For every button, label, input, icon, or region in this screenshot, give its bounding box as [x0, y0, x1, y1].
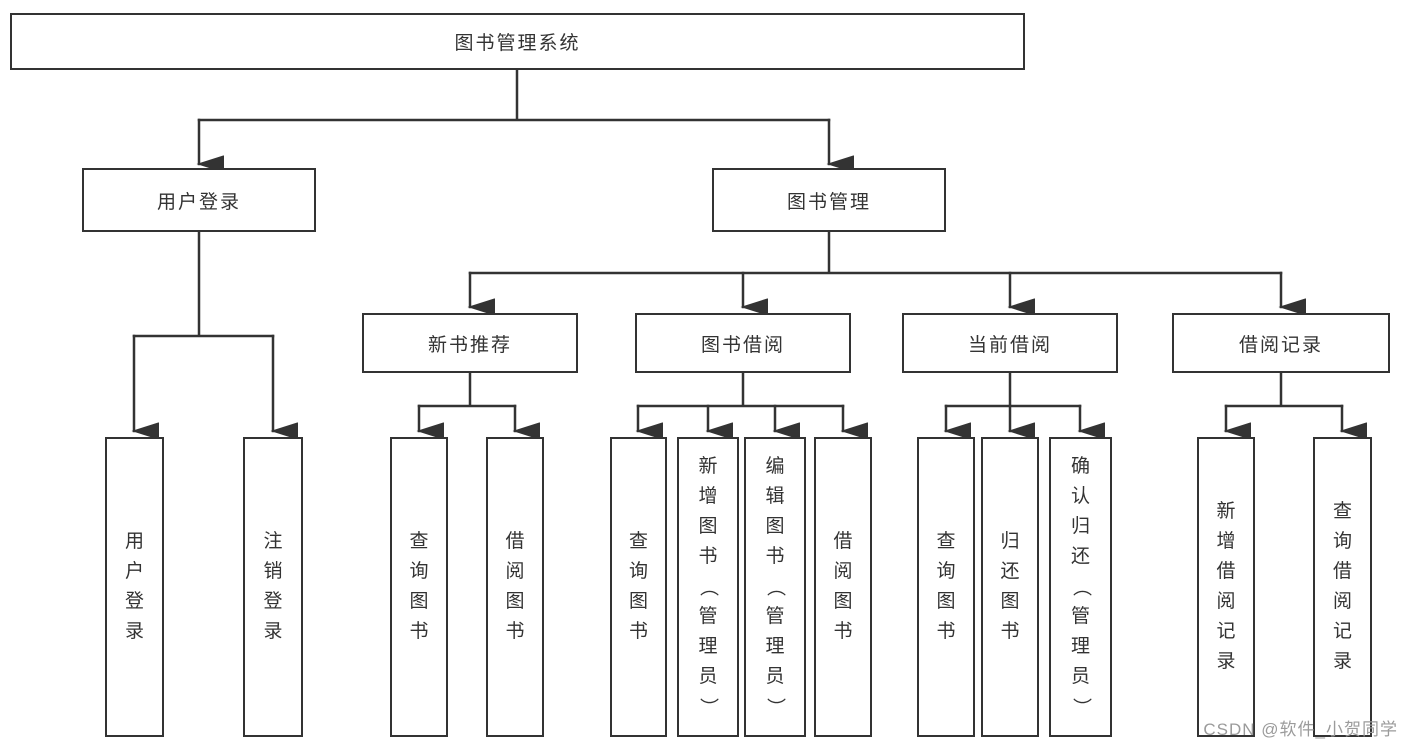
- node-current-borrow-label: 当前借阅: [967, 334, 1052, 356]
- leaf-logout: 注销登录: [243, 437, 303, 737]
- node-user-login: 用户登录: [82, 168, 316, 232]
- node-root-system-label: 图书管理系统: [454, 33, 581, 54]
- leaf-query-books-current: 查询图书: [917, 437, 975, 737]
- leaf-confirm-return-admin-label: 确认归还（管理员）: [1070, 456, 1092, 717]
- connector-book-management-to-level3: [467, 230, 1306, 316]
- node-book-borrow: 图书借阅: [635, 313, 851, 373]
- leaf-borrow-books-label: 借阅图书: [833, 531, 853, 642]
- leaf-return-books-label: 归还图书: [1000, 531, 1020, 642]
- leaf-query-books-recommend: 查询图书: [390, 437, 448, 737]
- node-book-management: 图书管理: [712, 168, 946, 232]
- connector-root-to-level2: [196, 68, 854, 173]
- leaf-query-borrow-record: 查询借阅记录: [1313, 437, 1372, 737]
- leaf-add-borrow-record: 新增借阅记录: [1197, 437, 1255, 737]
- leaf-edit-book-admin: 编辑图书（管理员）: [744, 437, 806, 737]
- node-user-login-label: 用户登录: [156, 191, 241, 213]
- connector-borrow-records-to-leaves: [1223, 371, 1367, 440]
- leaf-confirm-return-admin: 确认归还（管理员）: [1049, 437, 1112, 737]
- node-borrow-records-label: 借阅记录: [1238, 334, 1323, 356]
- connector-current-borrow-to-leaves: [943, 371, 1105, 440]
- node-book-borrow-label: 图书借阅: [700, 334, 785, 356]
- leaf-query-books-recommend-label: 查询图书: [409, 531, 429, 642]
- node-current-borrow: 当前借阅: [902, 313, 1118, 373]
- leaf-query-books-current-label: 查询图书: [936, 531, 956, 642]
- leaf-user-login: 用户登录: [105, 437, 164, 737]
- leaf-borrow-books-recommend: 借阅图书: [486, 437, 544, 737]
- node-borrow-records: 借阅记录: [1172, 313, 1390, 373]
- connector-user-login-to-leaves: [131, 230, 298, 440]
- leaf-add-book-admin: 新增图书（管理员）: [677, 437, 739, 737]
- leaf-logout-label: 注销登录: [263, 531, 283, 642]
- leaf-add-book-admin-label: 新增图书（管理员）: [697, 456, 719, 717]
- csdn-watermark: CSDN @软件_小贺同学: [1203, 720, 1398, 739]
- leaf-edit-book-admin-label: 编辑图书（管理员）: [764, 456, 786, 717]
- leaf-borrow-books-recommend-label: 借阅图书: [505, 531, 525, 642]
- connector-book-borrow-to-leaves: [635, 371, 868, 440]
- leaf-query-books-borrow: 查询图书: [610, 437, 667, 737]
- leaf-return-books: 归还图书: [981, 437, 1039, 737]
- leaf-query-borrow-record-label: 查询借阅记录: [1332, 501, 1352, 672]
- node-book-management-label: 图书管理: [786, 191, 871, 213]
- node-new-book-recommend-label: 新书推荐: [427, 334, 512, 356]
- leaf-borrow-books: 借阅图书: [814, 437, 872, 737]
- node-new-book-recommend: 新书推荐: [362, 313, 578, 373]
- leaf-add-borrow-record-label: 新增借阅记录: [1216, 501, 1236, 672]
- leaf-user-login-label: 用户登录: [124, 531, 144, 642]
- leaf-query-books-borrow-label: 查询图书: [628, 531, 648, 642]
- connector-new-book-to-leaves: [416, 371, 540, 440]
- node-root-system: 图书管理系统: [10, 13, 1025, 70]
